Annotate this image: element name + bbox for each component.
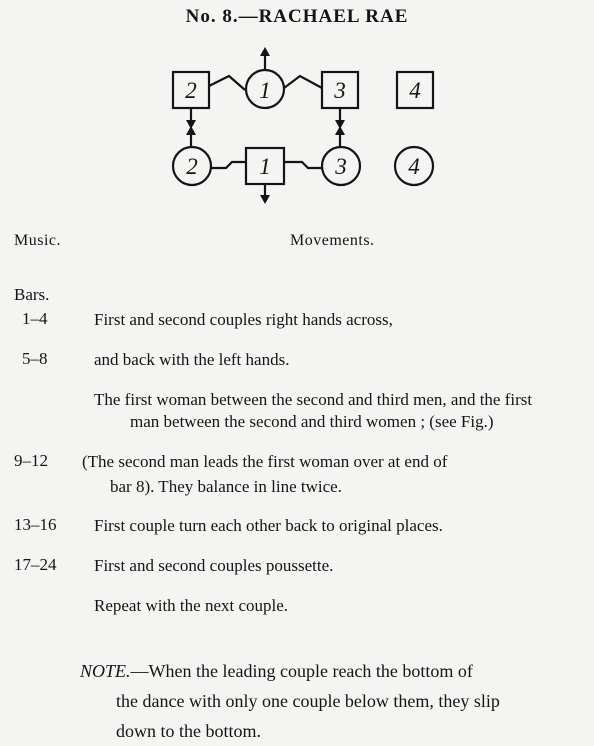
arrow-down-icon [186,120,196,129]
top-label-1: 1 [259,78,271,103]
bottom-label-2: 2 [186,154,198,179]
movement-text: Repeat with the next couple. [94,596,289,615]
page-title: No. 8.—RACHAEL RAE [185,6,409,27]
note-text: —When the leading couple reach the botto… [130,661,473,681]
movement-text: man between the second and third women ;… [130,412,494,431]
bars-cell: 1–4 [22,309,48,328]
movement-text: (The second man leads the first woman ov… [82,452,448,471]
bars-cell: 17–24 [14,555,57,574]
movement-text: bar 8). They balance in line twice. [110,477,342,496]
note-line-2: the dance with only one couple below the… [116,691,500,711]
movement-text: The first woman between the second and t… [94,390,533,409]
movement-text: First couple turn each other back to ori… [94,516,443,535]
movement-text: and back with the left hands. [94,350,290,369]
bottom-label-4: 4 [408,154,420,179]
top-connector-left [208,74,246,91]
top-square-4 [395,70,435,110]
bars-cell: 13–16 [14,515,57,534]
arrow-up-icon [260,47,270,56]
bars-label: Bars. [14,285,50,304]
bottom-circle-4 [393,145,435,187]
bottom-connector-right [284,160,322,170]
top-label-3: 3 [333,78,346,103]
music-header: Music. [14,232,61,249]
dance-figure-diagram: 2 1 3 4 2 1 3 4 [171,47,435,204]
movement-text: First and second couples right hands acr… [94,310,393,329]
bottom-connector-left [211,160,246,170]
top-connector-right [283,74,323,89]
bars-cell: 5–8 [22,349,48,368]
movement-text: First and second couples poussette. [94,556,334,575]
note-line-3: down to the bottom. [116,721,261,741]
bars-cell: 9–12 [14,451,48,470]
note-lead: NOTE. [80,661,131,681]
bottom-label-1: 1 [259,154,271,179]
arrow-up-icon [335,126,345,135]
note-line-1: NOTE.—When the leading couple reach the … [80,656,580,686]
top-label-2: 2 [185,78,197,103]
arrow-up-icon [186,126,196,135]
arrow-down-icon [260,195,270,204]
top-label-4: 4 [409,78,421,103]
arrow-down-icon [335,120,345,129]
bottom-label-3: 3 [334,154,347,179]
movements-header: Movements. [290,232,375,249]
